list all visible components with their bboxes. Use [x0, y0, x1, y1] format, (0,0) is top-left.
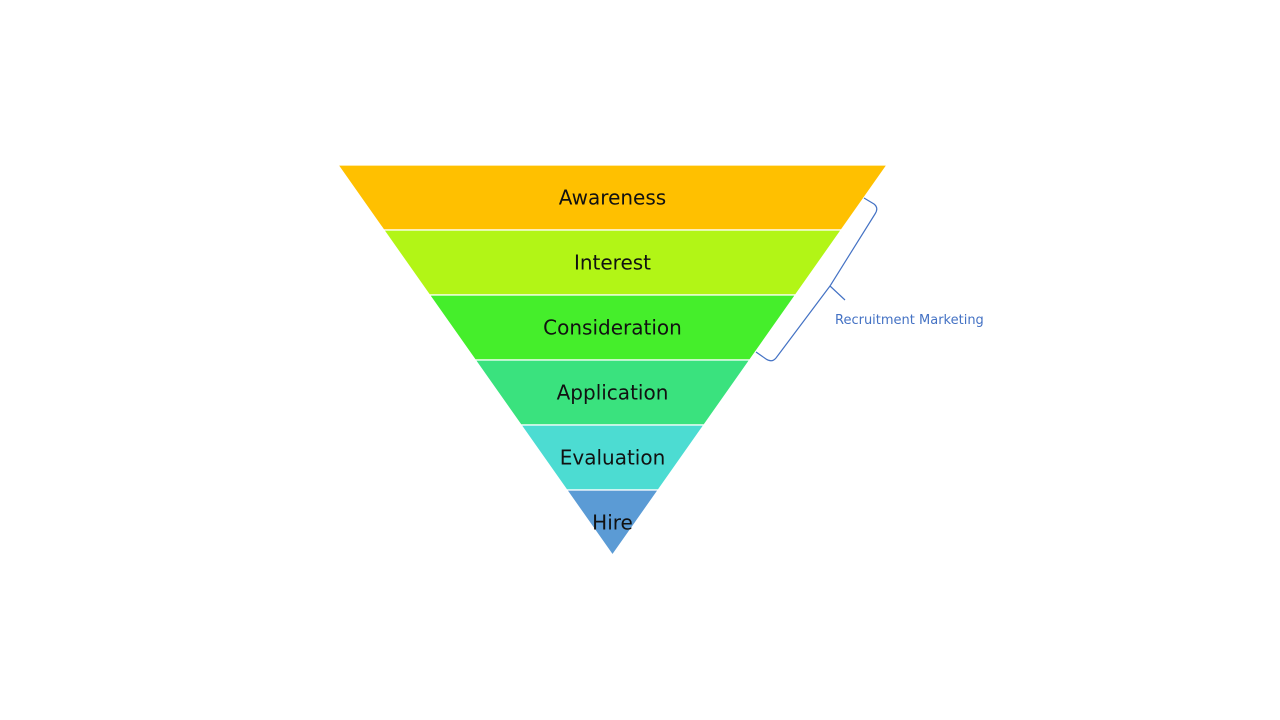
funnel-stage-label-awareness: Awareness [559, 186, 666, 210]
funnel-stage-label-interest: Interest [574, 251, 651, 275]
funnel-stage-label-application: Application [557, 381, 669, 405]
funnel-stages: AwarenessInterestConsiderationApplicatio… [336, 164, 889, 557]
curly-brace [755, 197, 878, 362]
funnel-stage-label-consideration: Consideration [543, 316, 682, 340]
annotation-label: Recruitment Marketing [835, 313, 984, 328]
funnel-stage-label-hire: Hire [592, 511, 633, 535]
recruitment-marketing-annotation: Recruitment Marketing [755, 197, 984, 362]
funnel-stage-label-evaluation: Evaluation [560, 446, 666, 470]
funnel-stage-hire [565, 489, 660, 557]
